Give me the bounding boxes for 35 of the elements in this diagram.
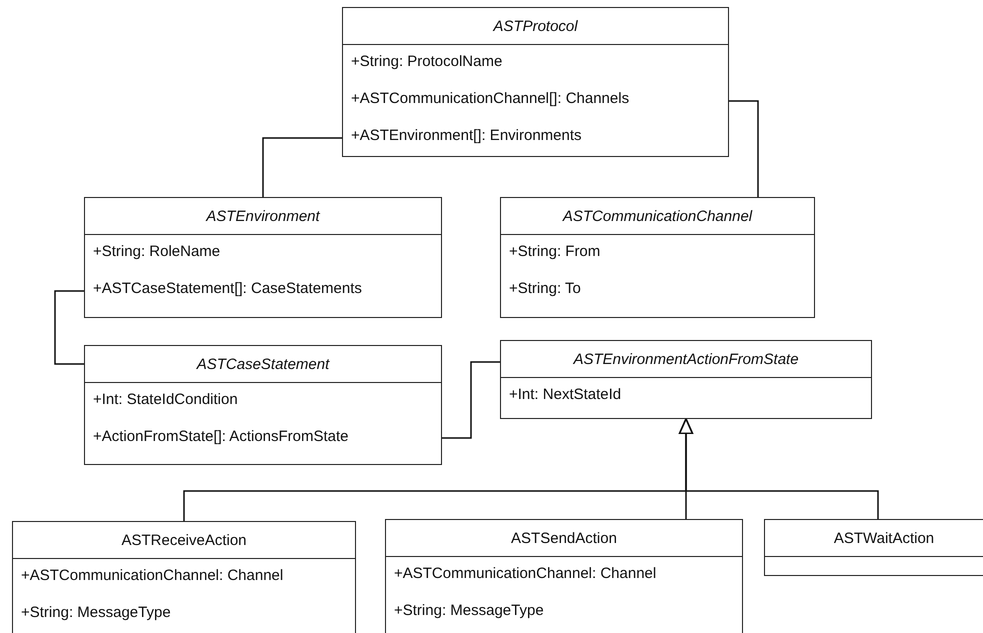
class-attribute: +ASTCommunicationChannel[]: Channels bbox=[351, 90, 630, 108]
class-box bbox=[500, 340, 872, 419]
class-attribute: +ASTCommunicationChannel: Channel bbox=[394, 565, 656, 583]
class-box bbox=[84, 345, 442, 465]
class-name: ASTEnvironment bbox=[85, 198, 441, 235]
class-name: ASTSendAction bbox=[386, 520, 742, 557]
class-name: ASTProtocol bbox=[343, 8, 728, 45]
class-attribute: +String: To bbox=[509, 280, 581, 298]
class-name: ASTCommunicationChannel bbox=[501, 198, 814, 235]
class-box bbox=[500, 197, 815, 318]
class-attribute: +String: MessageType bbox=[21, 604, 171, 622]
class-name: ASTWaitAction bbox=[765, 520, 983, 557]
class-box bbox=[84, 197, 442, 318]
class-attribute: +ActionFromState[]: ActionsFromState bbox=[93, 428, 349, 446]
inheritance-arrow bbox=[678, 418, 879, 519]
association-line bbox=[262, 137, 342, 197]
association-line bbox=[54, 290, 84, 365]
class-box bbox=[385, 519, 743, 633]
association-line bbox=[442, 361, 500, 439]
class-attribute: +String: From bbox=[509, 243, 600, 261]
class-box bbox=[12, 521, 356, 633]
class-attribute: +String: MessageType bbox=[394, 602, 544, 620]
class-attribute: +ASTCommunicationChannel: Channel bbox=[21, 567, 284, 585]
class-box bbox=[764, 519, 983, 576]
class-attribute: +String: ProtocolName bbox=[351, 53, 502, 71]
class-box bbox=[342, 7, 729, 157]
class-name: ASTReceiveAction bbox=[13, 522, 355, 559]
class-attribute: +String: RoleName bbox=[93, 243, 220, 261]
class-name: ASTEnvironmentActionFromState bbox=[501, 341, 871, 378]
association-line bbox=[729, 100, 759, 197]
class-attribute: +ASTCaseStatement[]: CaseStatements bbox=[93, 280, 362, 298]
class-attribute: +ASTEnvironment[]: Environments bbox=[351, 127, 582, 145]
class-attribute: +Int: NextStateId bbox=[509, 386, 622, 404]
class-attribute: +Int: StateIdCondition bbox=[93, 391, 238, 409]
class-name: ASTCaseStatement bbox=[85, 346, 441, 383]
